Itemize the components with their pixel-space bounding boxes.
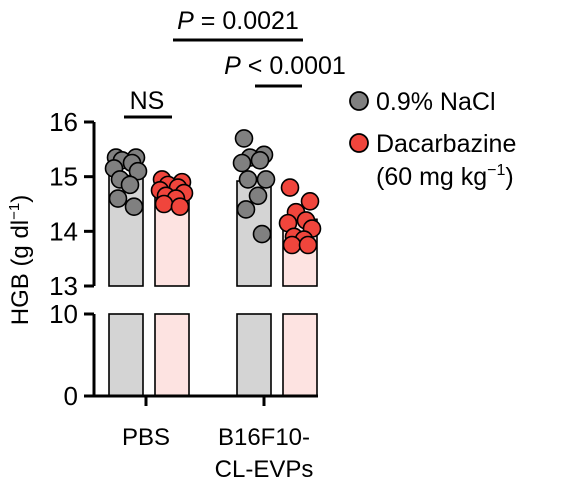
data-point-1-1-0 (280, 178, 300, 197)
data-point-1-1-8 (282, 235, 302, 255)
bar-0-1-lower (236, 313, 272, 397)
data-point-0-1-3 (250, 150, 270, 170)
y-tick-label-0: 13 (49, 271, 78, 301)
data-point-0-0-9 (124, 197, 144, 217)
bar-1-1-lower (282, 313, 318, 397)
data-point-0-1-4 (232, 153, 252, 173)
data-point-0-1-8 (236, 200, 256, 219)
bar-1-0-lower (154, 313, 190, 397)
legend-label-dacarbazine-dose: (60 mg kg−1) (376, 162, 514, 191)
y-tick-label-3: 16 (49, 107, 78, 137)
data-point-1-1-9 (298, 235, 318, 255)
data-point-0-1-5 (256, 170, 276, 189)
category-label-evps-line1: B16F10- (218, 424, 310, 451)
y-tick-label-5: 10 (49, 299, 78, 329)
y-tick-label-2: 15 (49, 162, 78, 192)
legend-label-nacl: 0.9% NaCl (376, 88, 496, 116)
annotation-ns: NS (130, 87, 165, 115)
bar-0-0-lower (108, 313, 144, 397)
dots-layer (104, 129, 322, 255)
data-point-0-1-0 (234, 129, 254, 148)
data-point-1-0-8 (154, 194, 174, 214)
data-point-0-0-7 (120, 175, 140, 195)
data-point-1-1-1 (300, 191, 320, 211)
legend-dot-nacl (349, 91, 369, 111)
data-point-0-0-5 (128, 161, 148, 181)
data-point-1-0-9 (170, 197, 190, 217)
data-point-0-1-7 (248, 186, 268, 206)
y-tick-label-4: 0 (64, 381, 78, 411)
legend-dot-dacarbazine (349, 133, 369, 153)
data-point-0-0-8 (108, 189, 128, 208)
category-label-evps-line2: CL-EVPs (215, 456, 314, 483)
legend-label-dacarbazine: Dacarbazine (376, 130, 516, 158)
data-point-0-1-6 (238, 170, 258, 189)
category-label-pbs: PBS (122, 424, 170, 451)
y-ticks-layer: 13 14 15 16 0 10 (49, 107, 94, 411)
annotation-p-dacarbazine: P = 0.0021 (177, 7, 299, 35)
data-point-0-1-9 (252, 224, 272, 244)
y-tick-label-1: 14 (49, 216, 78, 246)
annotation-p-evps: P < 0.0001 (224, 52, 346, 80)
y-axis-label: HGB (g dl−1) (6, 195, 34, 325)
axes-layer (92, 122, 318, 406)
